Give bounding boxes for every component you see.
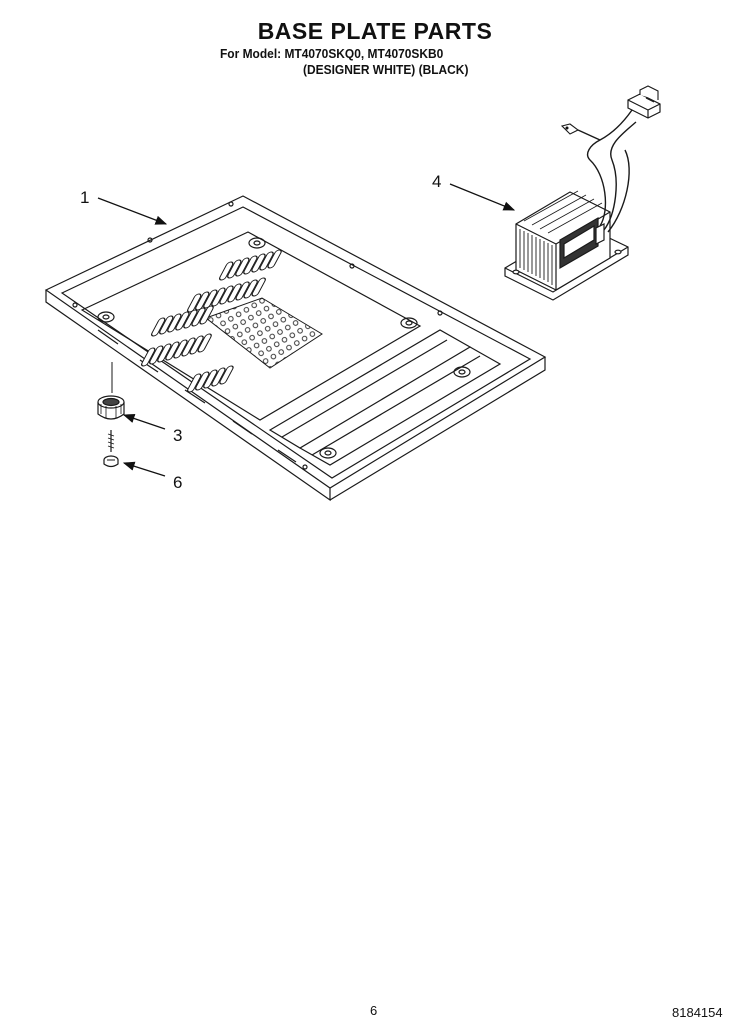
callout-1-arrow (97, 197, 168, 225)
document-code: 8184154 (672, 1005, 723, 1020)
screw-part (103, 430, 119, 468)
callout-1: 1 (80, 188, 90, 207)
callout-4-arrow (449, 183, 516, 211)
transformer-part (504, 190, 629, 301)
base-plate-louvers (141, 249, 282, 393)
page-title: BASE PLATE PARTS (257, 18, 493, 44)
callout-3-arrow (122, 413, 166, 430)
transformer-wire-harness (560, 85, 661, 233)
variant-line: (DESIGNER WHITE) (BLACK) (303, 62, 469, 77)
callout-3: 3 (173, 426, 183, 445)
foot-part (97, 362, 125, 420)
callout-4: 4 (432, 172, 442, 191)
callout-6: 6 (173, 473, 183, 492)
page-number: 6 (370, 1003, 378, 1018)
base-plate-vent-holes (204, 297, 323, 369)
callout-6-arrow (122, 461, 166, 477)
model-line: For Model: MT4070SKQ0, MT4070SKB0 (220, 46, 444, 61)
